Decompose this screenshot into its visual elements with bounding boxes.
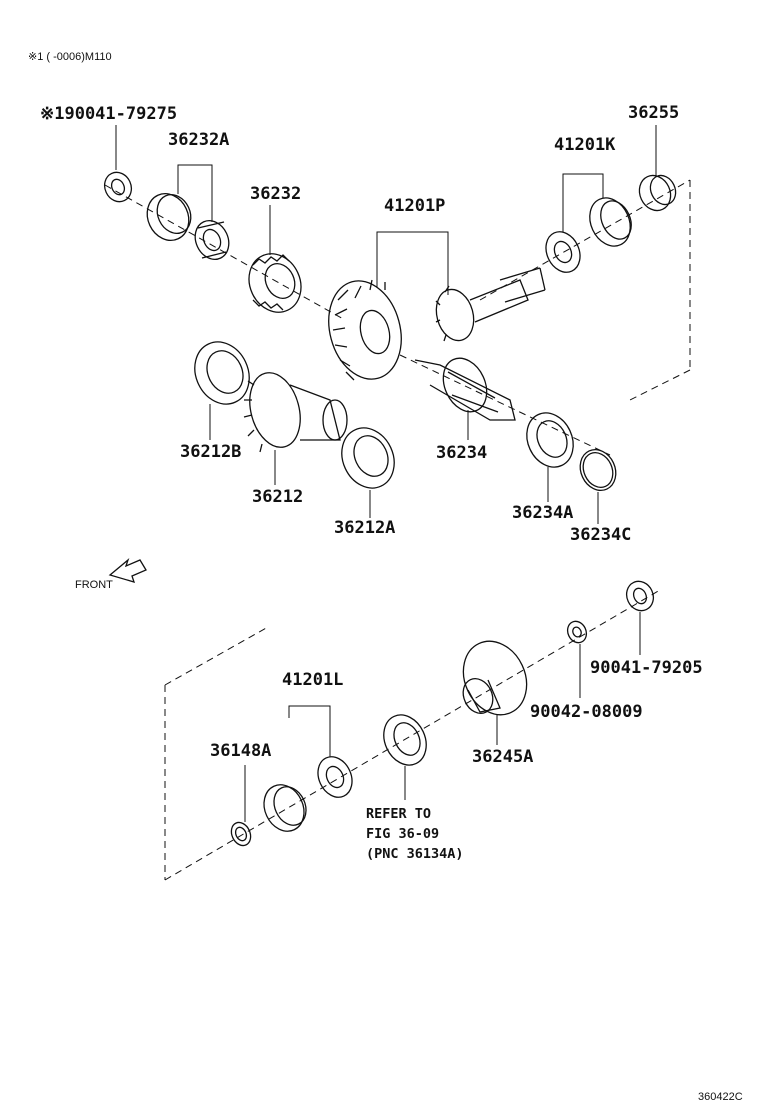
washer-90041-79205 [625,580,655,612]
seal-90041-79275 [103,171,133,203]
refer-note-line1: REFER TO [366,806,432,822]
gear-36232 [248,253,302,313]
flange-36245A [462,640,528,716]
ring-gear-41201P [328,279,402,381]
part-label-90042-08009[interactable]: 90042-08009 [530,702,643,722]
bearing-41201L [317,756,353,798]
race-41201L [263,784,307,832]
race-36232A [146,193,192,241]
washer-90042-08009 [566,620,588,644]
front-label: FRONT [75,579,113,591]
bearing-refer-36134A [383,714,427,766]
bearing-36234A [526,412,574,468]
pinion-41201P [435,267,546,342]
part-label-36212A[interactable]: 36212A [334,518,396,538]
part-label-36212[interactable]: 36212 [252,487,304,507]
spacer-36148A [230,821,252,847]
bearing-41201K [545,231,581,273]
part-label-36234[interactable]: 36234 [436,443,488,463]
front-arrow-icon [108,558,147,583]
part-label-90041-79275[interactable]: ※190041-79275 [40,104,178,124]
cap-36255 [638,174,677,212]
part-label-36148A[interactable]: 36148A [210,741,272,761]
part-label-41201L[interactable]: 41201L [282,670,344,690]
shaft-36234 [414,357,516,421]
bearing-36212A [341,427,395,489]
part-label-36232[interactable]: 36232 [250,184,302,204]
refer-note-line2: FIG 36-09 [366,826,440,842]
part-label-90041-79205[interactable]: 90041-79205 [590,658,703,678]
refer-note-line3: (PNC 36134A) [366,846,464,862]
part-label-36255[interactable]: 36255 [628,103,680,123]
snap-ring-36234C [579,449,617,491]
part-label-36245A[interactable]: 36245A [472,747,534,767]
part-label-36212B[interactable]: 36212B [180,442,242,462]
bearing-36232A [194,220,230,260]
part-label-41201P[interactable]: 41201P [384,196,446,216]
race-41201K [589,197,632,247]
part-label-36234A[interactable]: 36234A [512,503,574,523]
gear-36212 [243,372,348,453]
part-label-36234C[interactable]: 36234C [570,525,632,545]
figure-code: 360422C [698,1091,743,1103]
part-label-41201K[interactable]: 41201K [554,135,616,155]
header-note: ※1 ( -0006)M110 [28,51,112,63]
bearing-36212B [194,341,250,405]
part-label-36232A[interactable]: 36232A [168,130,230,150]
